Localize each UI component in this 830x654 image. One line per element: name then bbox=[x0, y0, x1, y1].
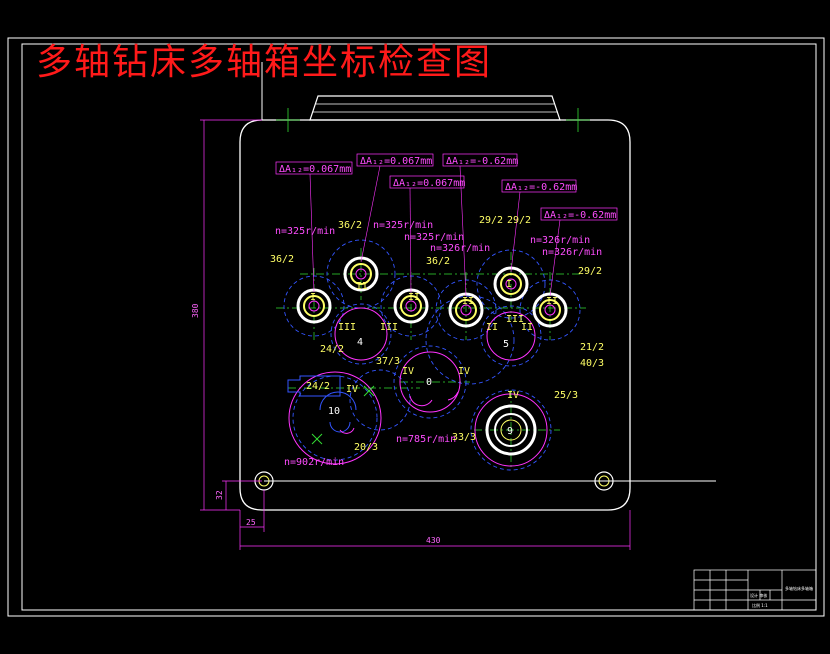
roman-numeral: IV bbox=[458, 366, 470, 377]
dimension-width bbox=[240, 510, 631, 550]
roman-numeral: II bbox=[521, 322, 533, 333]
tolerance-label: ΔA₁₂=0.067mm bbox=[360, 156, 432, 167]
gear-ratio-label: 36/2 bbox=[338, 220, 362, 231]
gear-outlines bbox=[288, 307, 548, 467]
gear-ratio-label: 20/3 bbox=[354, 442, 378, 453]
speed-label: n=785r/min bbox=[396, 434, 456, 445]
tolerance-label: ΔA₁₂=-0.62mm bbox=[505, 182, 577, 193]
roman-numeral: IV bbox=[507, 390, 519, 401]
roman-numeral: I bbox=[506, 279, 512, 290]
speed-label: n=325r/min bbox=[373, 220, 433, 231]
gear-ratio-label: 36/2 bbox=[426, 256, 450, 267]
gear-ratio-label: 40/3 bbox=[580, 358, 604, 369]
gear-ratio-label: 33/3 bbox=[452, 432, 476, 443]
roman-numeral: II bbox=[356, 281, 368, 292]
roman-numeral: II bbox=[486, 322, 498, 333]
gear-ratio-label: 29/2 bbox=[507, 215, 531, 226]
roman-numeral: I bbox=[310, 292, 316, 303]
dimension-height-label: 380 bbox=[191, 303, 200, 318]
pump-arc bbox=[319, 391, 357, 433]
speed-label: n=326r/min bbox=[542, 247, 602, 258]
tolerance-label: ΔA₁₂=0.067mm bbox=[279, 164, 351, 175]
gear-ratio-label: 24/2 bbox=[306, 381, 330, 392]
title-block-text: 设计 审核 bbox=[750, 592, 767, 598]
roman-numeral: III bbox=[506, 314, 524, 325]
roman-numeral: III bbox=[338, 322, 356, 333]
gear-ratio-label: 37/3 bbox=[376, 356, 400, 367]
gear-ratio-label: 24/2 bbox=[320, 344, 344, 355]
outer-frame bbox=[7, 37, 825, 617]
gear-ratio-label: 21/2 bbox=[580, 342, 604, 353]
title-block-text: 多轴钻床多轴箱 bbox=[785, 585, 813, 591]
pump-block bbox=[287, 375, 341, 397]
top-crosshair-right bbox=[566, 108, 590, 132]
shaft-number: 10 bbox=[328, 406, 340, 417]
gear-ratio-label: 25/3 bbox=[554, 390, 578, 401]
dimension-height bbox=[200, 119, 262, 511]
gear-ratio-label: 29/2 bbox=[479, 215, 503, 226]
shaft-number: 0 bbox=[426, 377, 432, 388]
title-block-text: 比例 1:1 bbox=[752, 602, 768, 608]
roman-numeral: II bbox=[462, 296, 474, 307]
roman-numeral: II bbox=[546, 296, 558, 307]
dimension-bottom-label: 32 bbox=[215, 490, 224, 500]
tolerance-label: ΔA₁₂=-0.62mm bbox=[446, 156, 518, 167]
shaft-number: 5 bbox=[503, 339, 509, 350]
spindle-5 bbox=[493, 266, 529, 302]
tolerance-label: ΔA₁₂=-0.62mm bbox=[544, 210, 616, 221]
housing-cap bbox=[309, 95, 561, 121]
roman-numeral: III bbox=[380, 322, 398, 333]
roman-numeral: II bbox=[408, 292, 420, 303]
dimension-left bbox=[239, 490, 265, 550]
top-crosshair-left bbox=[276, 108, 300, 132]
housing-body bbox=[239, 119, 631, 511]
speed-label: n=326r/min bbox=[430, 243, 490, 254]
speed-label: n=326r/min bbox=[530, 235, 590, 246]
tolerance-label: ΔA₁₂=0.067mm bbox=[393, 178, 465, 189]
spindle-2 bbox=[343, 256, 379, 292]
shaft-number: 9 bbox=[507, 426, 513, 437]
roman-numeral: IV bbox=[346, 384, 358, 395]
drawing-title: 多轴钻床多轴箱坐标检查图 bbox=[36, 42, 492, 83]
speed-label: n=902r/min bbox=[284, 457, 344, 468]
dimension-bottom bbox=[222, 480, 262, 510]
dimension-width-label: 430 bbox=[426, 536, 441, 545]
speed-label: n=325r/min bbox=[404, 232, 464, 243]
title-block bbox=[693, 569, 817, 611]
gear-ratio-label: 36/2 bbox=[270, 254, 294, 265]
gear-pitch-circles bbox=[283, 239, 581, 471]
roman-numeral: IV bbox=[402, 366, 414, 377]
gear-ratio-label: 29/2 bbox=[578, 266, 602, 277]
leader-lines bbox=[309, 165, 561, 297]
speed-label: n=325r/min bbox=[275, 226, 335, 237]
shaft-number: 4 bbox=[357, 337, 363, 348]
dimension-left-label: 25 bbox=[246, 518, 256, 527]
drive-shaft bbox=[485, 404, 537, 456]
small-cross-markers bbox=[311, 385, 375, 445]
tolerance-boxes bbox=[275, 153, 618, 221]
rotation-arrows bbox=[339, 391, 459, 434]
inner-frame bbox=[21, 43, 817, 611]
